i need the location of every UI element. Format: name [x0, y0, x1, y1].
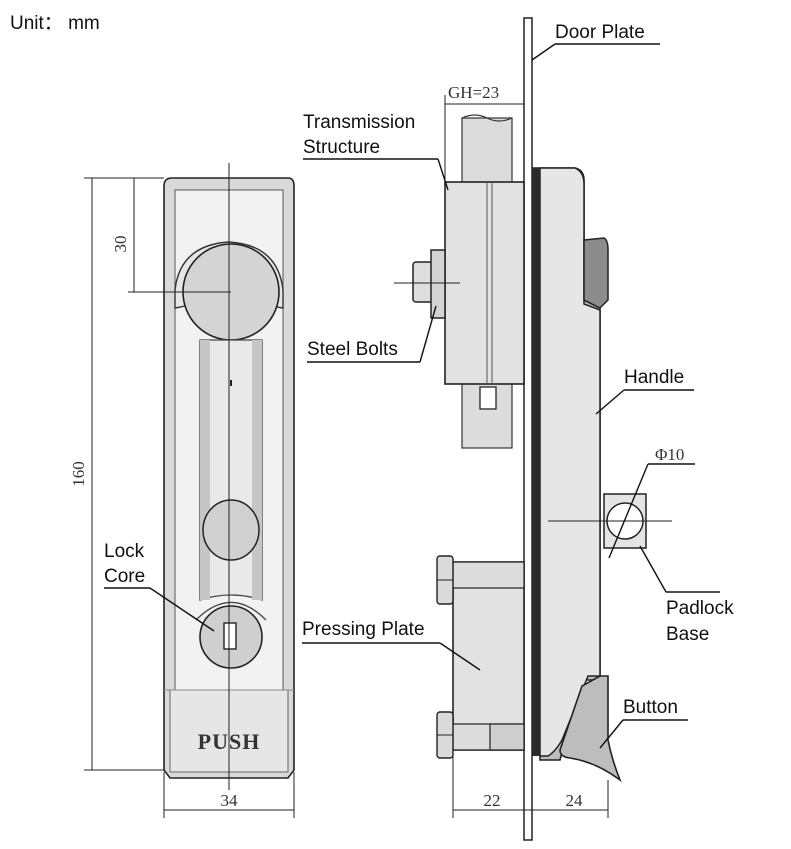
steel-bolt-washer: [430, 249, 446, 319]
label-padlock-base-1: Padlock: [666, 598, 734, 619]
label-handle: Handle: [624, 367, 684, 388]
dim-top-offset: 30: [111, 236, 130, 253]
pressing-plate-bar-top: [452, 561, 525, 589]
handle-middle-knob: [202, 499, 260, 561]
front-view: PUSH 30 160 34 Lock Core: [69, 163, 295, 818]
pressing-plate: [452, 561, 525, 751]
label-lock-core-2: Core: [104, 566, 145, 587]
label-padlock-base-2: Base: [666, 624, 709, 645]
dim-width: 34: [221, 791, 239, 810]
unit-label: Unit： mm: [10, 13, 100, 34]
pressing-plate-step: [489, 723, 525, 751]
label-door-plate: Door Plate: [555, 22, 645, 43]
handle-shade-right: [252, 340, 262, 600]
dim-gh: GH=23: [448, 83, 499, 102]
button-side: [559, 675, 622, 783]
key-slot: [223, 622, 237, 650]
label-button: Button: [623, 697, 678, 718]
handle-top-lug: [583, 237, 609, 309]
transmission-pin: [479, 386, 497, 410]
dim-padlock-dia: Φ10: [655, 445, 684, 464]
dim-depth-back: 22: [484, 791, 501, 810]
side-view: GH=23 22 24 Φ10 Door Plate Transmission …: [302, 17, 734, 841]
label-steel-bolts: Steel Bolts: [307, 339, 398, 360]
label-lock-core-1: Lock: [104, 541, 145, 562]
label-transmission-2: Structure: [303, 137, 380, 158]
label-pressing-plate: Pressing Plate: [302, 619, 425, 640]
steel-bolt-head: [412, 261, 434, 303]
label-transmission-1: Transmission: [303, 112, 415, 133]
handle-shade-left: [200, 340, 210, 600]
dim-height: 160: [69, 461, 88, 487]
dim-depth-front: 24: [566, 791, 584, 810]
door-plate: [523, 17, 533, 841]
door-seal: [532, 168, 540, 756]
